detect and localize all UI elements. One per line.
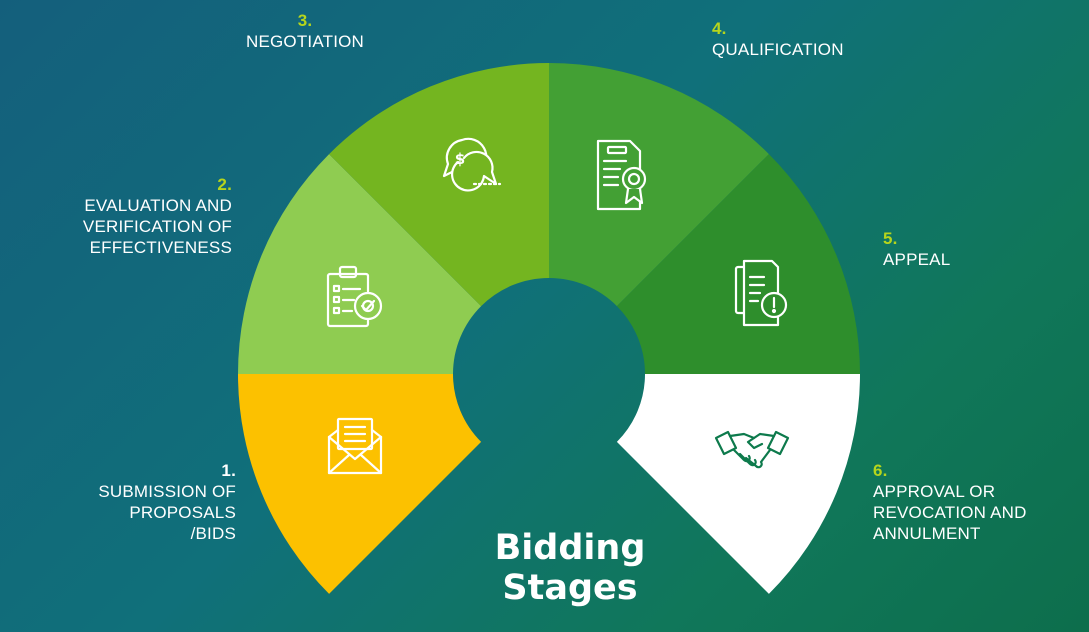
stage-1-label: 1. SUBMISSION OF PROPOSALS /BIDS <box>40 460 236 544</box>
stage-3-segment <box>329 63 549 307</box>
stage-1-number: 1. <box>221 461 236 480</box>
stage-1-segment <box>238 374 482 594</box>
stage-2-segment <box>238 154 482 374</box>
title-line-1: Bidding <box>494 528 646 568</box>
stage-4-segment <box>549 63 769 307</box>
stage-4-text: QUALIFICATION <box>712 40 844 59</box>
stage-segments <box>238 63 860 594</box>
stage-5-number: 5. <box>883 229 898 248</box>
stage-5-text: APPEAL <box>883 250 951 269</box>
stage-4-number: 4. <box>712 19 727 38</box>
stage-2-text: EVALUATION AND VERIFICATION OF EFFECTIVE… <box>82 196 232 257</box>
diagram-title: Bidding Stages <box>470 528 670 608</box>
handshake-icon <box>714 430 790 469</box>
stage-6-label: 6. APPROVAL OR REVOCATION AND ANNULMENT <box>873 460 1087 544</box>
clipboard-gear-icon <box>326 265 383 328</box>
stage-3-label: 3. NEGOTIATION <box>205 10 405 52</box>
envelope-document-icon <box>327 417 383 475</box>
chat-bubbles-dollar-icon: $ <box>442 137 502 192</box>
stage-6-number: 6. <box>873 461 888 480</box>
stage-5-label: 5. APPEAL <box>883 228 1063 270</box>
stage-4-label: 4. QUALIFICATION <box>712 18 932 60</box>
stage-6-segment <box>616 374 860 594</box>
stage-icons: $ <box>326 137 790 475</box>
stage-2-number: 2. <box>217 175 232 194</box>
stage-3-number: 3. <box>297 11 313 30</box>
documents-alert-icon <box>734 259 788 327</box>
stage-6-text: APPROVAL OR REVOCATION AND ANNULMENT <box>873 482 1027 543</box>
stage-3-text: NEGOTIATION <box>245 32 365 51</box>
certificate-icon <box>596 139 647 211</box>
stage-5-segment <box>616 154 860 374</box>
stage-1-text: SUBMISSION OF PROPOSALS /BIDS <box>98 482 236 543</box>
svg-text:$: $ <box>455 150 465 168</box>
title-line-2: Stages <box>502 568 638 608</box>
stage-2-label: 2. EVALUATION AND VERIFICATION OF EFFECT… <box>10 174 232 258</box>
